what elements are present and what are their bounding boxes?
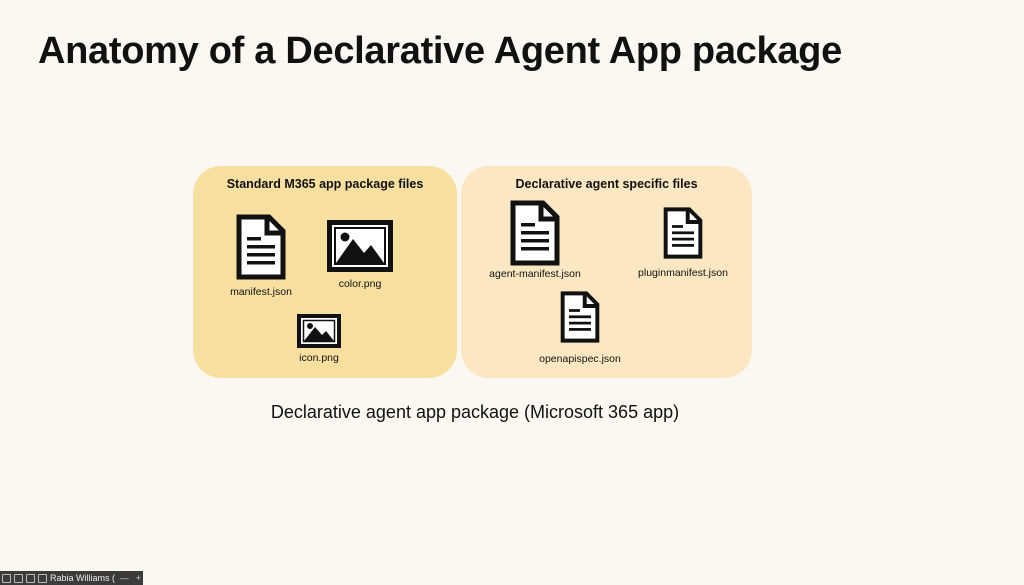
camera-icon[interactable] [38, 573, 47, 583]
presenter-name: Rabia Williams (Unverified) [50, 573, 115, 583]
image-icon [297, 314, 341, 348]
declarative-panel-title: Declarative agent specific files [515, 177, 698, 191]
image-icon [327, 220, 393, 272]
standard-files-panel: Standard M365 app package files manifest… [193, 166, 457, 378]
file-label: icon.png [299, 352, 339, 364]
file-label: color.png [338, 278, 382, 290]
minimize-button[interactable]: — [119, 573, 129, 583]
file-label: agent-manifest.json [489, 268, 581, 280]
file-icon-png: icon.png [254, 314, 384, 364]
add-button[interactable]: + [135, 573, 141, 583]
package-caption: Declarative agent app package (Microsoft… [270, 402, 680, 422]
screen-icon[interactable] [26, 573, 35, 583]
file-agent-manifest-json: agent-manifest.json [470, 200, 600, 280]
file-label: manifest.json [230, 286, 292, 298]
slide-title: Anatomy of a Declarative Agent App packa… [38, 30, 842, 72]
document-icon [663, 207, 703, 259]
document-icon [510, 200, 560, 266]
file-color-png: color.png [295, 220, 425, 290]
document-icon [236, 214, 286, 280]
file-manifest-json: manifest.json [196, 214, 326, 298]
file-label: openapispec.json [539, 353, 621, 365]
presenter-bar: Rabia Williams (Unverified) — + [0, 571, 143, 585]
file-openapispec-json: openapispec.json [515, 291, 645, 365]
standard-panel-title: Standard M365 app package files [226, 177, 424, 191]
declarative-files-panel: Declarative agent specific files agent-m… [461, 166, 752, 378]
file-pluginmanifest-json: pluginmanifest.json [618, 207, 748, 279]
laser-pointer-icon[interactable] [14, 573, 23, 583]
pen-icon[interactable] [2, 573, 11, 583]
file-label: pluginmanifest.json [638, 267, 728, 279]
document-icon [560, 291, 600, 343]
